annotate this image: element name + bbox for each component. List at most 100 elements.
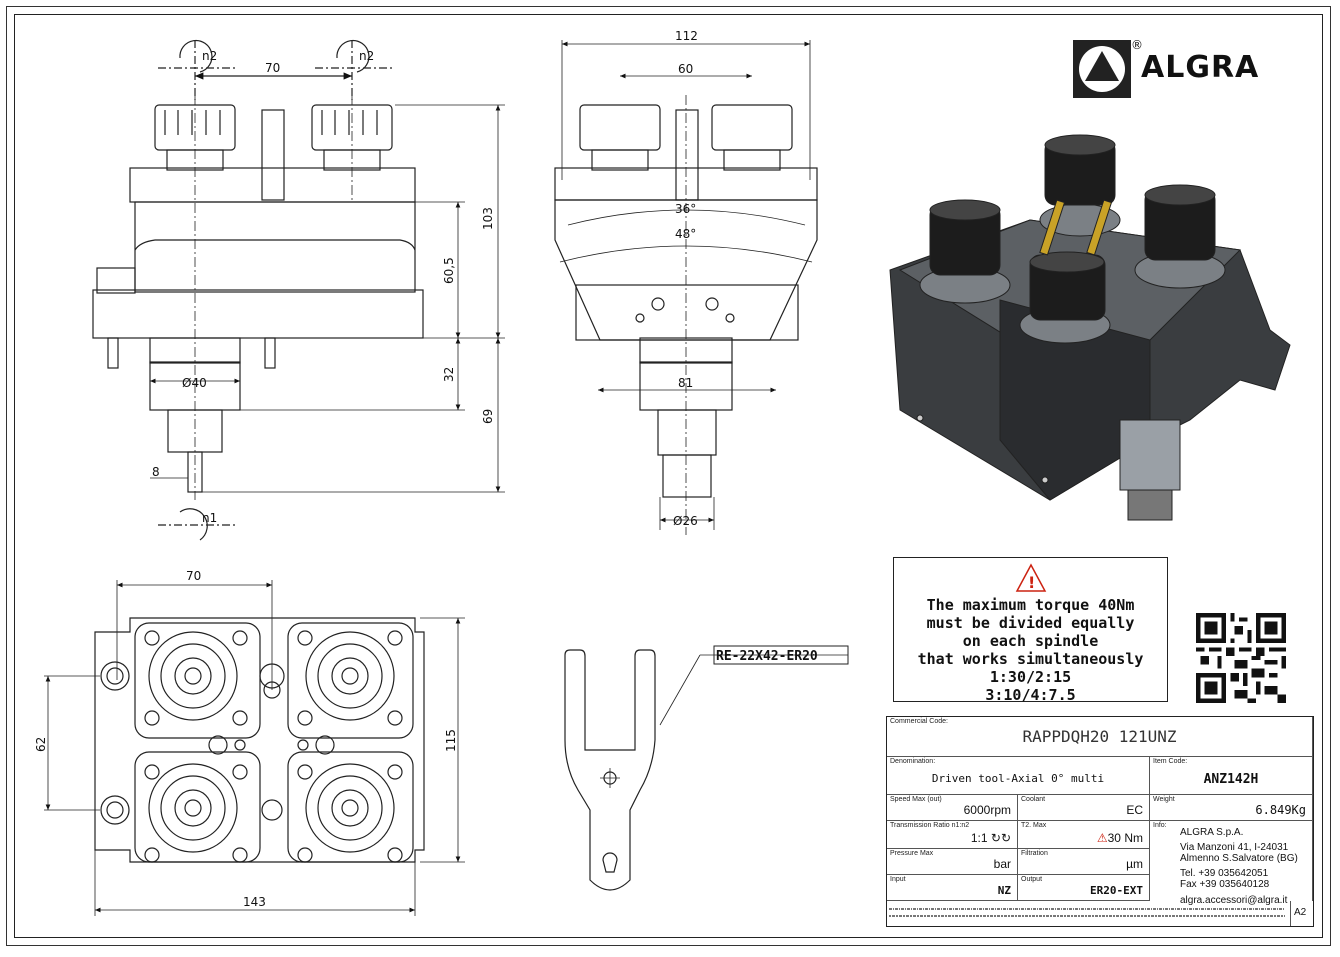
- company-address-1: Via Manzoni 41, I-24031: [1180, 842, 1289, 853]
- warning-line-4: that works simultaneously: [917, 650, 1144, 668]
- sheet-size-cell: A2: [1291, 901, 1313, 926]
- dim-top-143: 143: [243, 895, 266, 909]
- rotation-n2-right-icon: [315, 39, 395, 100]
- warning-line-6: 3:10/4:7.5: [985, 686, 1076, 704]
- coolant-cell: Coolant EC: [1018, 795, 1150, 821]
- fine-print-lines: [889, 908, 1285, 917]
- filtration-unit: µm: [1126, 857, 1143, 871]
- qr-code[interactable]: [1196, 613, 1286, 703]
- torque-value: ⚠30 Nm: [1096, 831, 1143, 845]
- fine-print-cell: [887, 901, 1291, 926]
- title-block: Commercial Code: RAPPDQH20 121UNZ Denomi…: [886, 716, 1314, 927]
- pressure-cell: Pressure Max bar: [887, 849, 1018, 875]
- company-email[interactable]: algra.accessori@algra.it: [1180, 895, 1288, 906]
- dim-front-spacing: 70: [265, 61, 280, 75]
- company-fax: Fax +39 035640128: [1180, 879, 1270, 890]
- denomination-value: Driven tool-Axial 0° multi: [931, 772, 1105, 785]
- dim-diameter-26: Ø26: [673, 514, 698, 528]
- weight-cell: Weight 6.849Kg: [1150, 795, 1313, 821]
- warning-line-5: 1:30/2:15: [989, 668, 1072, 686]
- dim-n1: n1: [202, 511, 217, 525]
- warning-line-3: on each spindle: [962, 632, 1099, 650]
- sheet-border-outer: [6, 6, 1331, 946]
- rotation-n2-left-icon: [158, 39, 235, 100]
- torque-warning-icon: ⚠: [1096, 831, 1108, 845]
- rotation-direction-icon: ↻↻: [990, 831, 1011, 845]
- warning-line-2: must be divided equally: [926, 614, 1135, 632]
- front-view: [92, 39, 505, 541]
- ratio-label: Transmission Ratio n1:n2: [890, 822, 970, 829]
- info-label: Info:: [1153, 822, 1167, 829]
- speed-cell: Speed Max (out) 6000rpm: [887, 795, 1018, 821]
- weight-label: Weight: [1153, 796, 1175, 803]
- output-label: Output: [1021, 876, 1043, 883]
- algra-triangle-icon: [1073, 40, 1131, 98]
- speed-label: Speed Max (out): [890, 796, 942, 803]
- input-value: NZ: [997, 884, 1011, 897]
- company-info: ALGRA S.p.A. Via Manzoni 41, I-24031 Alm…: [1180, 827, 1298, 906]
- dim-n2-left: n2: [202, 49, 217, 63]
- weight-value: 6.849Kg: [1255, 803, 1306, 817]
- torque-label: T2. Max: [1021, 822, 1047, 829]
- side-view: [554, 40, 818, 535]
- filtration-label: Filtration: [1021, 850, 1048, 857]
- dimension-labels: n2 n2 70 103 60,5 32 69 Ø40 8 n1 112 60 …: [34, 29, 849, 909]
- speed-value: 6000rpm: [963, 803, 1011, 817]
- commercial-code-value: RAPPDQH20 121UNZ: [1022, 727, 1177, 746]
- product-3d-render: [889, 134, 1291, 521]
- sheet-border-inner: [14, 14, 1323, 938]
- dim-angle-36: 36°: [675, 202, 696, 216]
- input-cell: Input NZ: [887, 875, 1018, 901]
- dim-height-body: 60,5: [442, 257, 456, 284]
- pressure-unit: bar: [993, 857, 1011, 871]
- svg-text:!: !: [1028, 573, 1035, 592]
- item-code-value: ANZ142H: [1203, 772, 1259, 787]
- output-cell: Output ER20-EXT: [1018, 875, 1150, 901]
- dim-height-total: 103: [481, 207, 495, 230]
- dim-top-spacing: 70: [186, 569, 201, 583]
- algra-logo: ® ALGRA: [1073, 38, 1301, 98]
- info-cell: Info: ALGRA S.p.A. Via Manzoni 41, I-240…: [1150, 821, 1313, 906]
- dim-side-spacing: 60: [678, 62, 693, 76]
- torque-warning-box: ! The maximum torque 40Nm must be divide…: [893, 557, 1168, 704]
- dim-shank-width: 8: [152, 465, 160, 479]
- sheet-size: A2: [1294, 907, 1307, 918]
- torque-cell: T2. Max ⚠30 Nm: [1018, 821, 1150, 849]
- filtration-cell: Filtration µm: [1018, 849, 1150, 875]
- dim-top-62: 62: [34, 737, 48, 752]
- brand-name: ALGRA: [1141, 50, 1260, 85]
- dim-diameter-40: Ø40: [182, 376, 207, 390]
- ratio-cell: Transmission Ratio n1:n2 1:1 ↻↻: [887, 821, 1018, 849]
- dim-top-115: 115: [444, 729, 458, 752]
- pressure-label: Pressure Max: [890, 850, 934, 857]
- commercial-code-cell: Commercial Code: RAPPDQH20 121UNZ: [887, 717, 1313, 757]
- dim-side-81: 81: [678, 376, 693, 390]
- company-tel: Tel. +39 035642051: [1180, 868, 1269, 879]
- company-name: ALGRA S.p.A.: [1180, 827, 1244, 838]
- dim-n2-right: n2: [359, 49, 374, 63]
- dim-side-width: 112: [675, 29, 698, 43]
- output-value: ER20-EXT: [1090, 884, 1143, 897]
- denomination-label: Denomination:: [890, 758, 936, 765]
- warning-line-1: The maximum torque 40Nm: [926, 596, 1135, 614]
- top-view: [44, 580, 465, 916]
- input-label: Input: [890, 876, 906, 883]
- warning-icon: !: [1015, 563, 1047, 592]
- registered-mark: ®: [1131, 38, 1143, 52]
- denomination-cell: Denomination: Driven tool-Axial 0° multi: [887, 757, 1150, 795]
- item-code-label: Item Code:: [1153, 758, 1188, 765]
- company-address-2: Almenno S.Salvatore (BG): [1180, 853, 1298, 864]
- ratio-value: 1:1 ↻↻: [970, 831, 1011, 845]
- coolant-label: Coolant: [1021, 796, 1046, 803]
- wrench-code-label: RE-22X42-ER20: [716, 649, 818, 664]
- coolant-value: EC: [1126, 803, 1143, 817]
- dim-height-lower: 69: [481, 409, 495, 424]
- dim-height-flange: 32: [442, 367, 456, 382]
- commercial-code-label: Commercial Code:: [890, 718, 948, 725]
- rotation-n1-icon: [158, 508, 235, 541]
- dim-angle-48: 48°: [675, 227, 696, 241]
- item-code-cell: Item Code: ANZ142H: [1150, 757, 1313, 795]
- wrench-drawing: [564, 649, 848, 891]
